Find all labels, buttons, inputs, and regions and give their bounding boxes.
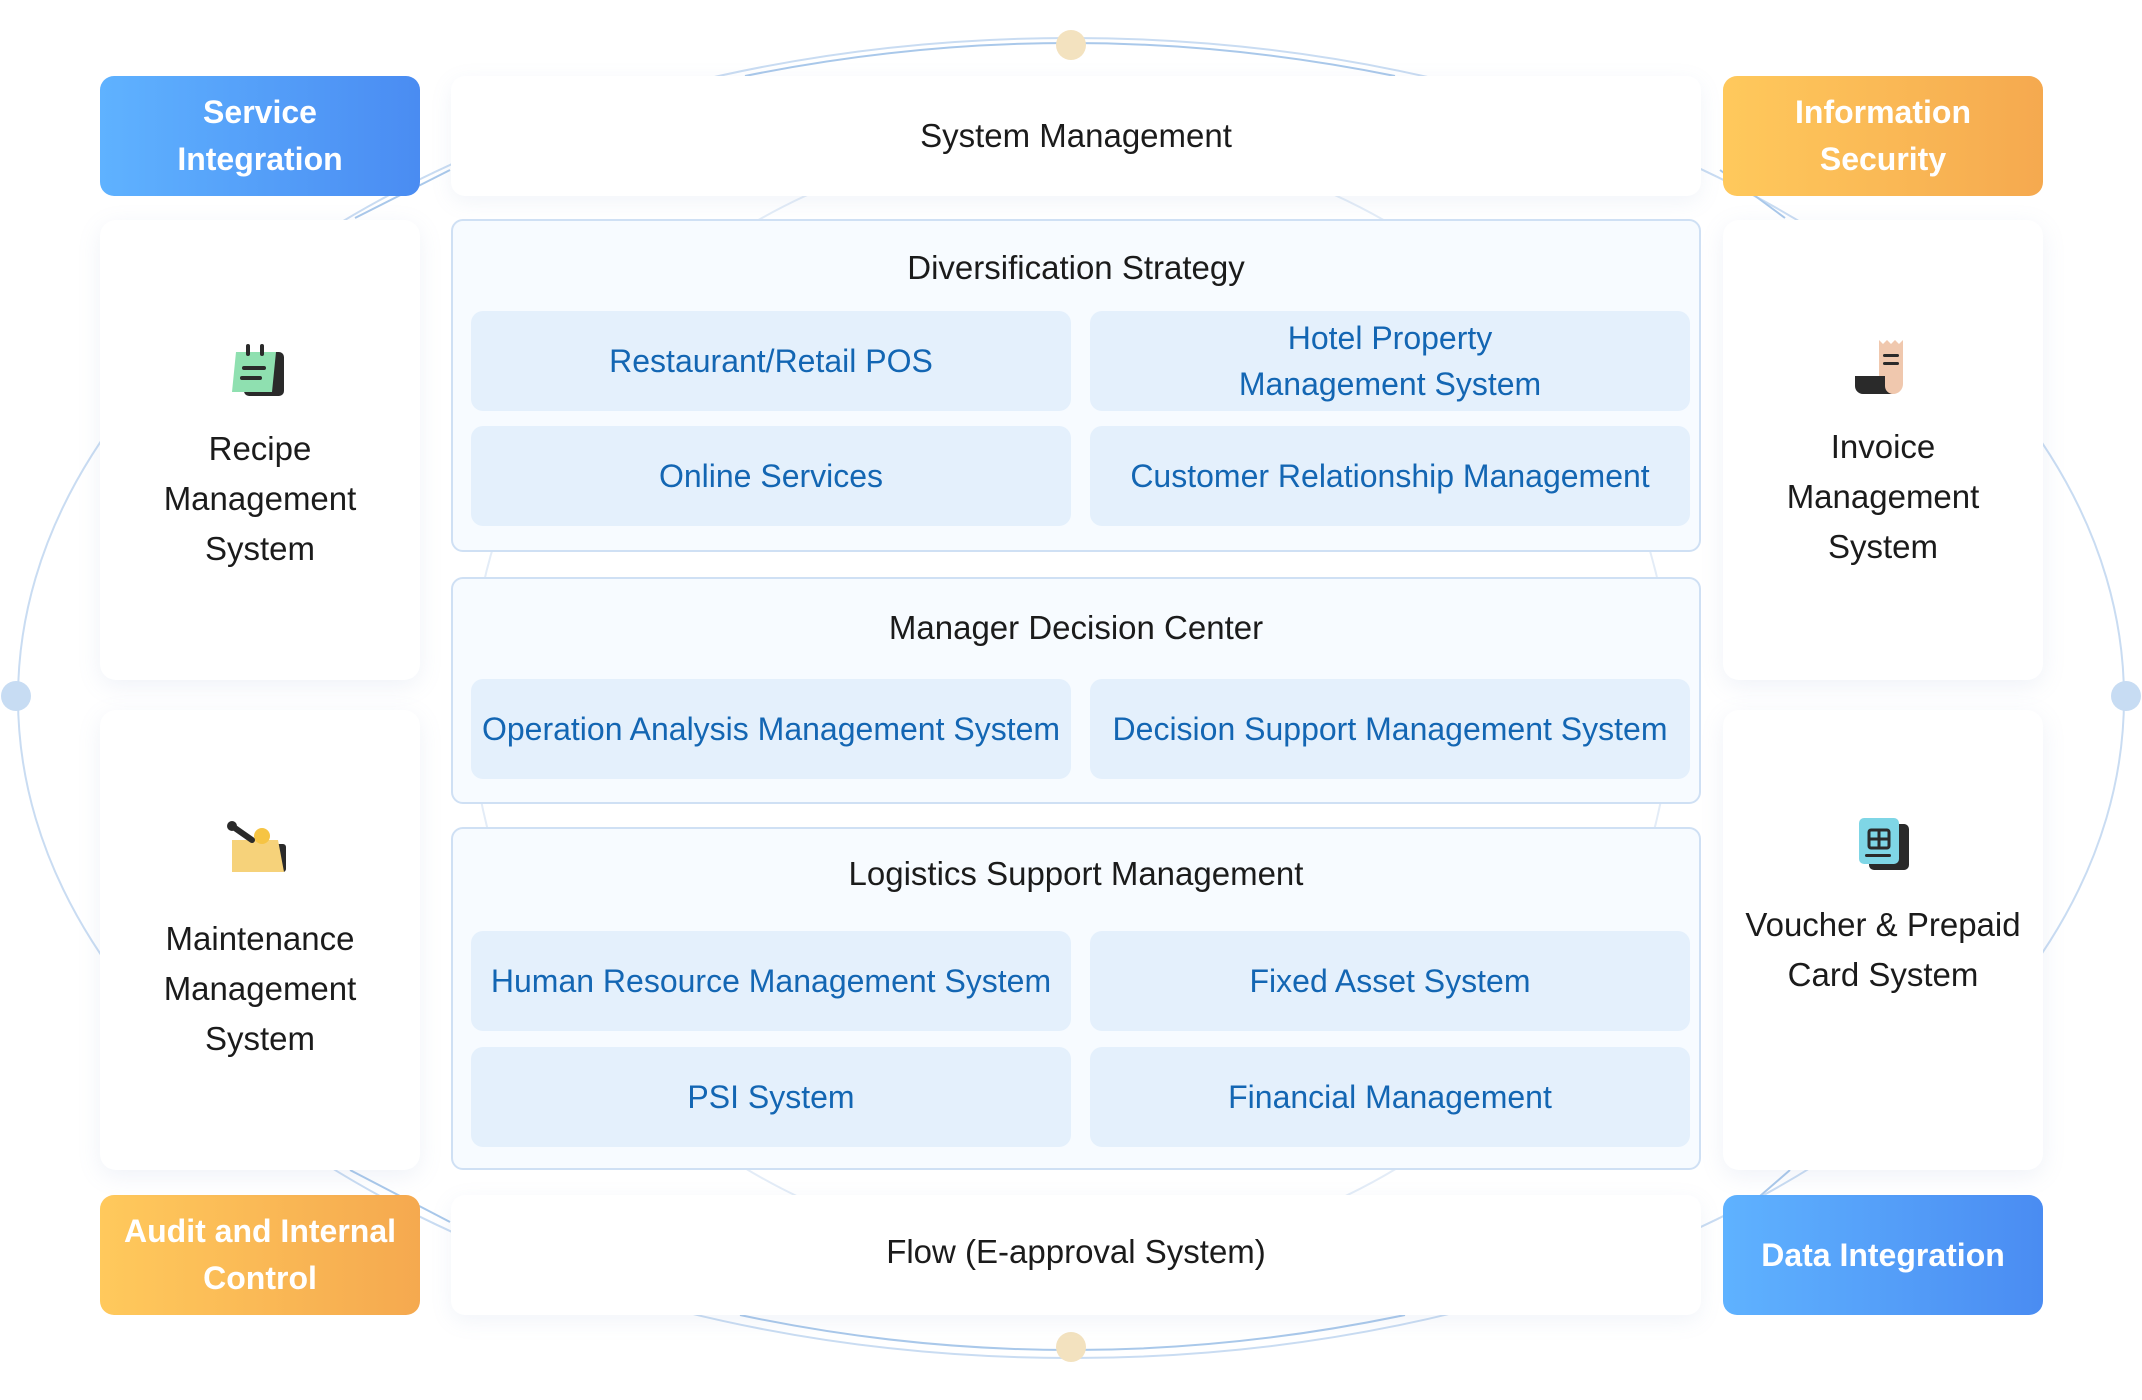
service-integration-line-2: Integration	[177, 141, 343, 177]
logistics-support-section: Logistics Support Management Human Resou…	[451, 827, 1701, 1170]
service-integration-line-1: Service	[203, 94, 317, 130]
diversification-strategy-title: Diversification Strategy	[907, 249, 1245, 286]
audit-internal-control-line-2: Control	[203, 1260, 317, 1296]
information-security-line-1: Information	[1795, 94, 1971, 130]
financial-management-label: Financial Management	[1228, 1079, 1552, 1115]
customer-relationship-management-label: Customer Relationship Management	[1130, 458, 1650, 494]
invoice-line-1: Invoice	[1830, 428, 1936, 465]
decision-support-tile[interactable]: Decision Support Management System	[1090, 679, 1690, 779]
prepaid-card-icon	[1859, 818, 1909, 870]
invoice-line-3: System	[1827, 528, 1939, 565]
manager-decision-center-title: Manager Decision Center	[888, 609, 1264, 646]
recipe-line-3: System	[204, 530, 316, 567]
online-services-tile[interactable]: Online Services	[471, 426, 1071, 526]
flow-e-approval-bar: Flow (E-approval System)	[451, 1195, 1701, 1315]
operation-analysis-tile[interactable]: Operation Analysis Management System	[471, 679, 1071, 779]
voucher-prepaid-label: Voucher & Prepaid Card System	[1723, 900, 2043, 1000]
system-management-title: System Management	[920, 117, 1232, 154]
invoice-management-label: Invoice Management System	[1723, 422, 2043, 572]
data-integration-badge: Data Integration	[1723, 1195, 2043, 1315]
restaurant-retail-pos-tile[interactable]: Restaurant/Retail POS	[471, 311, 1071, 411]
psi-system-label: PSI System	[687, 1079, 855, 1115]
human-resource-tile[interactable]: Human Resource Management System	[471, 931, 1071, 1031]
ring-dot-right	[2111, 681, 2141, 711]
maintenance-line-1: Maintenance	[165, 920, 355, 957]
recipe-management-card: Recipe Management System	[100, 220, 420, 680]
maintenance-line-3: System	[204, 1020, 316, 1057]
invoice-line-2: Management	[1786, 478, 1980, 515]
audit-internal-control-line-1: Audit and Internal	[124, 1213, 396, 1249]
voucher-line-1: Voucher & Prepaid	[1745, 906, 2021, 943]
notepad-icon	[232, 344, 284, 396]
system-management-bar: System Management	[451, 76, 1701, 196]
invoice-management-card: Invoice Management System	[1723, 220, 2043, 680]
audit-internal-control-badge: Audit and Internal Control	[100, 1195, 420, 1315]
toolbox-icon	[227, 821, 286, 872]
financial-management-tile[interactable]: Financial Management	[1090, 1047, 1690, 1147]
recipe-management-label: Recipe Management System	[100, 424, 420, 574]
fixed-asset-tile[interactable]: Fixed Asset System	[1090, 931, 1690, 1031]
recipe-line-1: Recipe	[208, 430, 312, 467]
logistics-support-title: Logistics Support Management	[848, 855, 1304, 892]
data-integration-line-1: Data Integration	[1761, 1236, 2005, 1273]
voucher-line-2: Card System	[1787, 956, 1979, 993]
service-integration-badge: Service Integration	[100, 76, 420, 196]
ring-dot-top	[1056, 30, 1086, 60]
maintenance-management-label: Maintenance Management System	[100, 914, 420, 1064]
restaurant-retail-pos-label: Restaurant/Retail POS	[609, 343, 933, 379]
recipe-line-2: Management	[163, 480, 357, 517]
hotel-property-management-tile[interactable]: Hotel Property Management System	[1090, 311, 1690, 411]
customer-relationship-management-tile[interactable]: Customer Relationship Management	[1090, 426, 1690, 526]
receipt-icon	[1855, 340, 1903, 394]
maintenance-line-2: Management	[163, 970, 357, 1007]
maintenance-management-card: Maintenance Management System	[100, 710, 420, 1170]
decision-support-label: Decision Support Management System	[1112, 711, 1668, 747]
human-resource-label: Human Resource Management System	[490, 963, 1052, 999]
information-security-badge: Information Security	[1723, 76, 2043, 196]
hotel-property-line-2: Management System	[1238, 366, 1542, 402]
hotel-property-line-1: Hotel Property	[1287, 320, 1493, 356]
voucher-prepaid-card: Voucher & Prepaid Card System	[1723, 710, 2043, 1170]
psi-system-tile[interactable]: PSI System	[471, 1047, 1071, 1147]
diversification-strategy-section: Diversification Strategy Restaurant/Reta…	[451, 219, 1701, 552]
online-services-label: Online Services	[658, 458, 884, 494]
flow-e-approval-title: Flow (E-approval System)	[886, 1233, 1266, 1270]
operation-analysis-label: Operation Analysis Management System	[481, 711, 1061, 747]
ring-dot-bottom	[1056, 1332, 1086, 1362]
fixed-asset-label: Fixed Asset System	[1249, 963, 1531, 999]
ring-dot-left	[1, 681, 31, 711]
manager-decision-center-section: Manager Decision Center Operation Analys…	[451, 577, 1701, 804]
information-security-line-2: Security	[1819, 141, 1947, 177]
